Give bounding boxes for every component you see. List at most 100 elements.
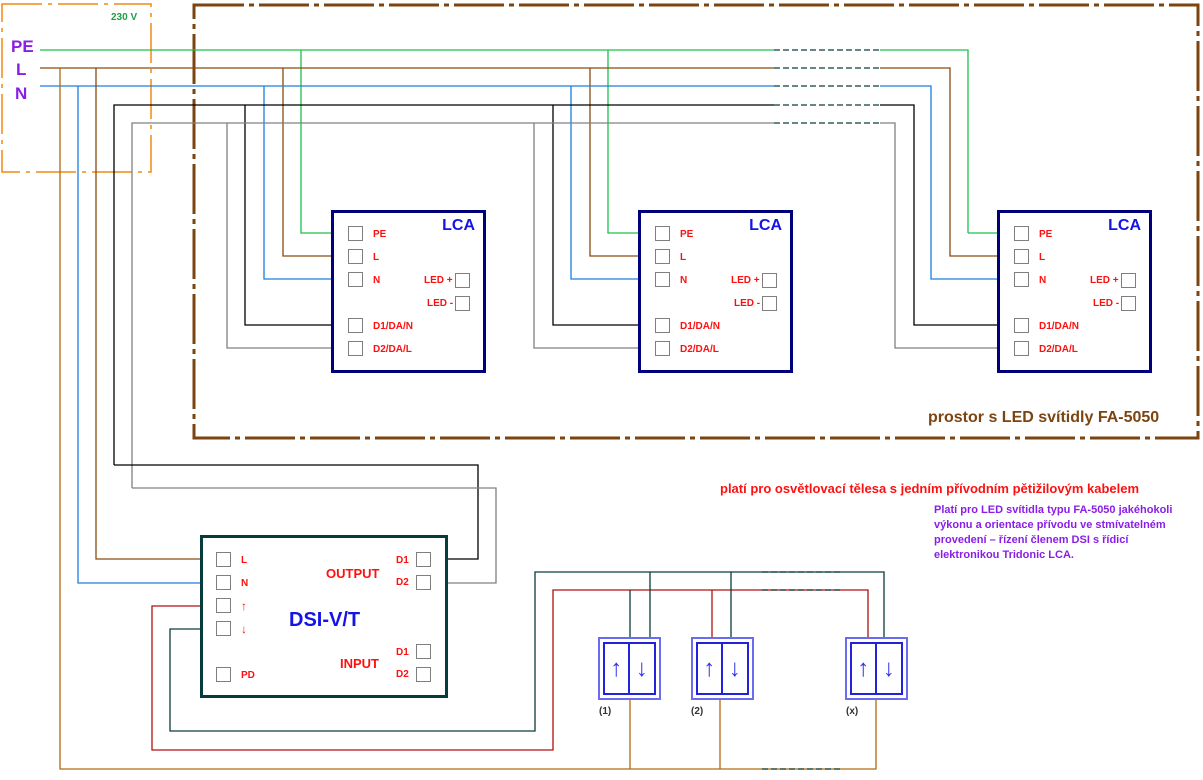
terminal-d2 — [348, 341, 363, 356]
terminal-label: PD — [241, 670, 255, 681]
terminal-label: LED - — [427, 298, 454, 309]
terminal-l — [1014, 249, 1029, 264]
terminal-led-plus — [1121, 273, 1136, 288]
terminal-label: D1 — [396, 555, 409, 566]
arrow-down-icon: ↓ — [635, 654, 648, 682]
dsi-controller: L N ↑ ↓ PD OUTPUT D1 D2 DSI-V/T INPUT D1… — [200, 535, 448, 698]
arrow-up-icon: ↑ — [852, 644, 877, 693]
terminal-label: ↓ — [241, 622, 247, 636]
lca-title: LCA — [1108, 217, 1141, 234]
terminal-label: D1 — [396, 647, 409, 658]
terminal-label: D1/DA/N — [1039, 321, 1080, 332]
terminal-label: LED + — [731, 275, 760, 286]
terminal-n — [655, 272, 670, 287]
terminal-label: D1/DA/N — [680, 321, 721, 332]
lca-title: LCA — [442, 217, 475, 234]
phase-label-l: L — [16, 60, 27, 79]
terminal-label: D2 — [396, 669, 409, 680]
terminal-down — [216, 621, 231, 636]
dsi-title: DSI-V/T — [289, 609, 361, 631]
phase-label-pe: PE — [11, 37, 34, 56]
input-label: INPUT — [340, 656, 379, 671]
switch-label: (x) — [846, 706, 859, 717]
arrow-down-icon: ↓ — [882, 654, 895, 682]
bus-l — [40, 67, 998, 257]
terminal-l — [655, 249, 670, 264]
terminal-label: N — [241, 578, 249, 589]
switch-label: (1) — [599, 706, 612, 717]
switch-label: (2) — [691, 706, 704, 717]
terminal-label: N — [373, 275, 381, 286]
terminal-n — [1014, 272, 1029, 287]
phase-label-n: N — [15, 84, 28, 103]
arrow-down-icon: ↓ — [728, 654, 741, 682]
terminal-d1 — [655, 318, 670, 333]
terminal-led-minus — [1121, 296, 1136, 311]
bus-continuation-dashes — [774, 49, 880, 124]
led-area-label: prostor s LED svítidly FA-5050 — [928, 409, 1160, 426]
led-area-border — [192, 3, 1200, 440]
bus-n — [40, 85, 998, 280]
supply-box — [1, 3, 152, 173]
terminal-label: D2/DA/L — [373, 344, 412, 355]
terminal-l — [348, 249, 363, 264]
terminal-n — [348, 272, 363, 287]
bus-d1 — [113, 104, 998, 465]
push-button-switch-1[interactable]: ↑ ↓ — [598, 637, 661, 700]
terminal-label: D1/DA/N — [373, 321, 414, 332]
terminal-output-d2 — [416, 575, 431, 590]
switch-wires — [151, 571, 885, 769]
terminal-d2 — [655, 341, 670, 356]
terminal-label: LED + — [1090, 275, 1119, 286]
terminal-label: L — [241, 555, 248, 566]
bus-d2 — [131, 122, 998, 488]
terminal-n — [216, 575, 231, 590]
terminal-label: L — [680, 252, 687, 263]
terminal-led-minus — [762, 296, 777, 311]
push-button-switch-x[interactable]: ↑ ↓ — [845, 637, 908, 700]
terminal-led-minus — [455, 296, 470, 311]
applicability-description: Platí pro LED svítidla typu FA-5050 jaké… — [934, 504, 1173, 561]
terminal-input-d1 — [416, 644, 431, 659]
terminal-label: PE — [373, 229, 387, 240]
terminal-pd — [216, 667, 231, 682]
terminal-pe — [655, 226, 670, 241]
terminal-d2 — [1014, 341, 1029, 356]
terminal-l — [216, 552, 231, 567]
terminal-input-d2 — [416, 667, 431, 682]
terminal-label: LED - — [734, 298, 761, 309]
terminal-label: ↑ — [241, 599, 247, 613]
terminal-label: PE — [680, 229, 694, 240]
terminal-d1 — [348, 318, 363, 333]
terminal-label: D2/DA/L — [680, 344, 719, 355]
terminal-led-plus — [762, 273, 777, 288]
applicability-heading: platí pro osvětlovací tělesa s jedním př… — [720, 481, 1140, 496]
bus-pe — [40, 49, 998, 234]
terminal-label: LED - — [1093, 298, 1120, 309]
terminal-up — [216, 598, 231, 613]
terminal-d1 — [1014, 318, 1029, 333]
arrow-up-icon: ↑ — [605, 644, 630, 693]
terminal-pe — [1014, 226, 1029, 241]
dsi-feed-wires — [59, 68, 877, 770]
terminal-label: L — [373, 252, 380, 263]
terminal-pe — [348, 226, 363, 241]
switch-dashes — [762, 571, 842, 770]
terminal-label: N — [680, 275, 688, 286]
terminal-led-plus — [455, 273, 470, 288]
lca-unit-2: LCA PE L N D1/DA/N D2/DA/L LED + LED - — [638, 210, 793, 373]
lca-title: LCA — [749, 217, 782, 234]
supply-voltage-label: 230 V — [111, 12, 138, 23]
push-button-switch-2[interactable]: ↑ ↓ — [691, 637, 754, 700]
lca-unit-1: LCA PE L N D1/DA/N D2/DA/L LED + LED - — [331, 210, 486, 373]
terminal-label: D2/DA/L — [1039, 344, 1078, 355]
lca-unit-3: LCA PE L N D1/DA/N D2/DA/L LED + LED - — [997, 210, 1152, 373]
terminal-label: PE — [1039, 229, 1053, 240]
terminal-label: L — [1039, 252, 1046, 263]
output-label: OUTPUT — [326, 566, 380, 581]
terminal-label: LED + — [424, 275, 453, 286]
arrow-up-icon: ↑ — [698, 644, 723, 693]
terminal-output-d1 — [416, 552, 431, 567]
terminal-label: N — [1039, 275, 1047, 286]
